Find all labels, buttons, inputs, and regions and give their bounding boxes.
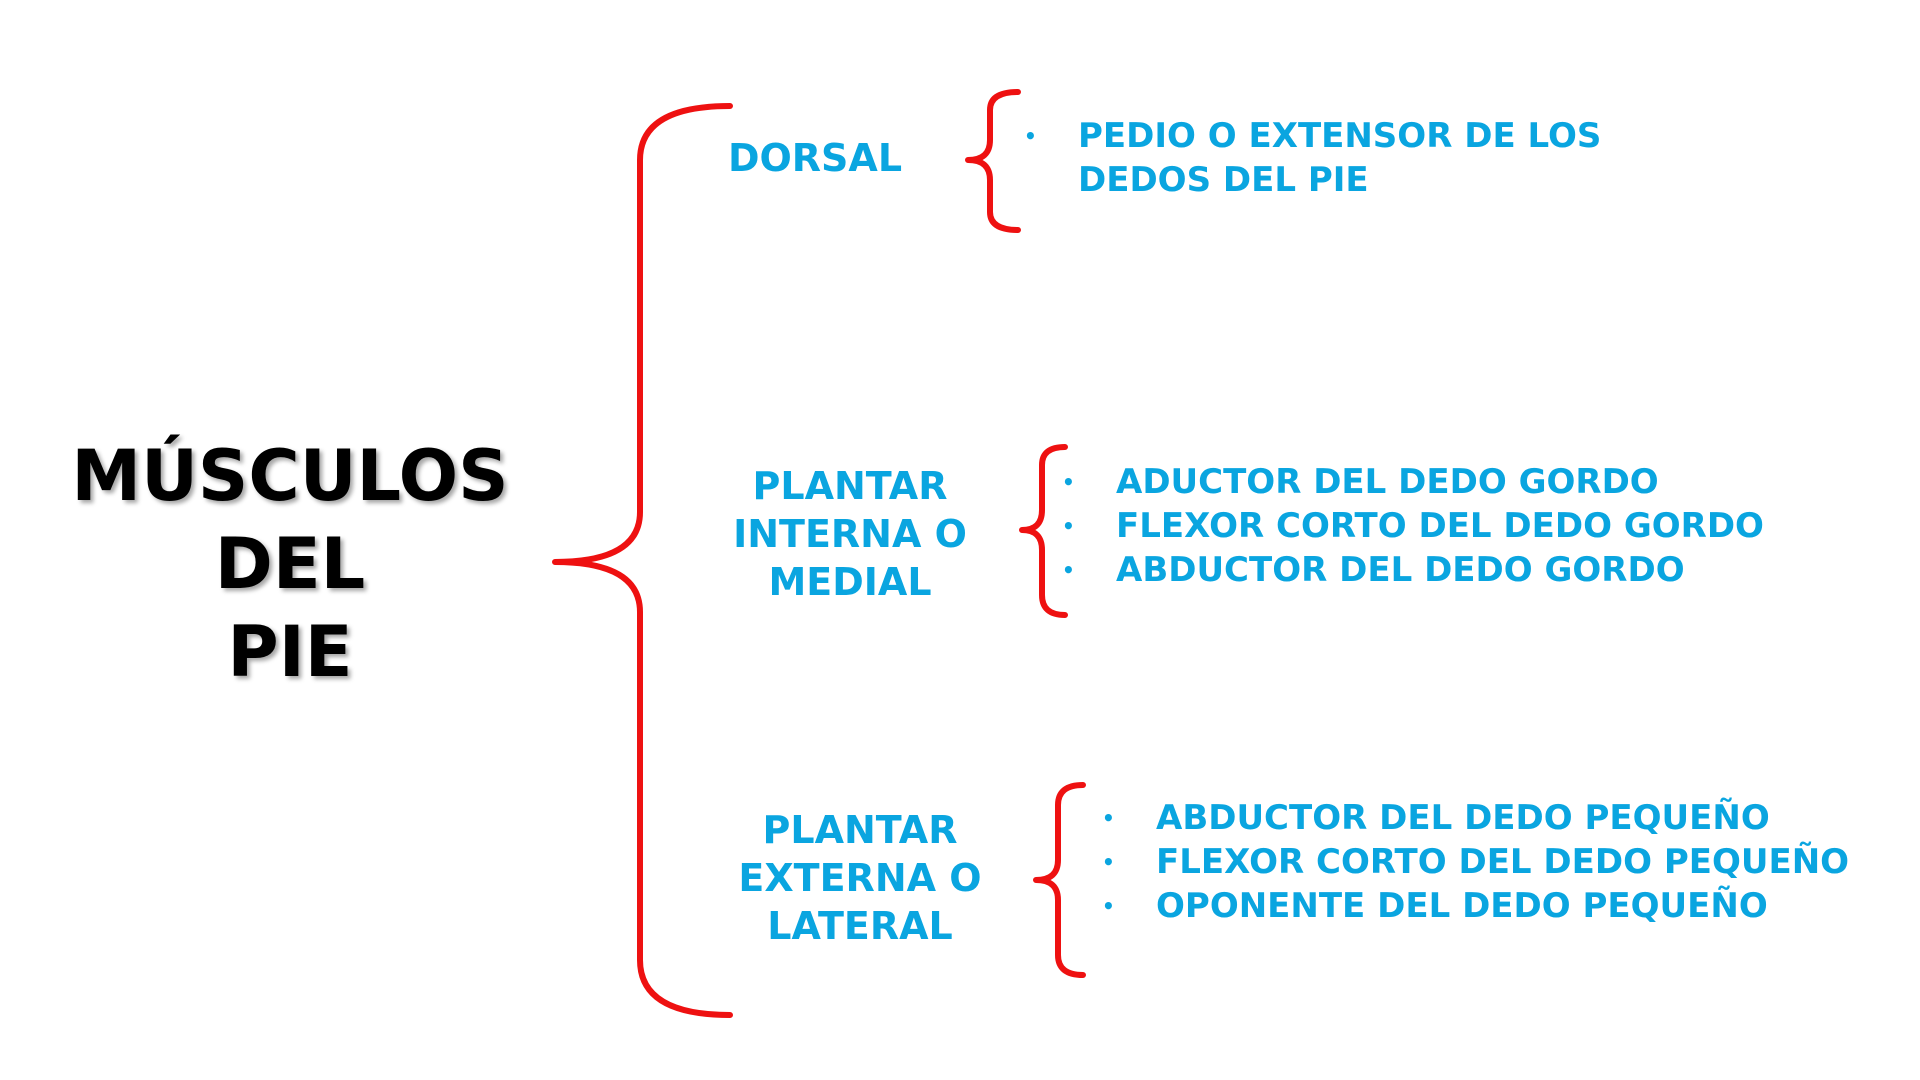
externa-muscle-list: • ABDUCTOR DEL DEDO PEQUEÑO • FLEXOR COR… <box>1102 796 1849 928</box>
list-item: • FLEXOR CORTO DEL DEDO GORDO <box>1062 504 1764 548</box>
category-label: LATERAL <box>767 904 953 948</box>
category-label: INTERNA O <box>733 512 967 556</box>
externa-brace <box>1033 782 1086 978</box>
bullet-icon: • <box>1102 850 1115 874</box>
category-plantar-externa: PLANTAR EXTERNA O LATERAL <box>710 806 1010 950</box>
main-title-line-1: MÚSCULOS <box>71 435 509 517</box>
category-label: PLANTAR <box>752 464 948 508</box>
bullet-icon: • <box>1062 514 1075 538</box>
interna-brace <box>1019 444 1068 618</box>
category-dorsal: DORSAL <box>700 134 930 182</box>
list-item-text: FLEXOR CORTO DEL DEDO PEQUEÑO <box>1156 842 1850 882</box>
category-plantar-interna: PLANTAR INTERNA O MEDIAL <box>700 462 1000 606</box>
bullet-icon: • <box>1102 806 1115 830</box>
bullet-icon: • <box>1062 558 1075 582</box>
list-item-text: FLEXOR CORTO DEL DEDO GORDO <box>1116 506 1764 546</box>
category-label: MEDIAL <box>768 560 932 604</box>
dorsal-muscle-list: • PEDIO O EXTENSOR DE LOS DEDOS DEL PIE <box>1024 114 1601 202</box>
list-item-text: DEDOS DEL PIE <box>1078 160 1369 200</box>
bullet-icon: • <box>1102 894 1115 918</box>
main-title-line-2: DEL <box>214 523 366 605</box>
bullet-icon: • <box>1062 470 1075 494</box>
list-item: • OPONENTE DEL DEDO PEQUEÑO <box>1102 884 1849 928</box>
main-title-line-3: PIE <box>227 611 353 693</box>
category-label: DORSAL <box>727 136 903 180</box>
category-label: EXTERNA O <box>738 856 982 900</box>
list-item-text: ABDUCTOR DEL DEDO PEQUEÑO <box>1156 798 1770 838</box>
interna-muscle-list: • ADUCTOR DEL DEDO GORDO • FLEXOR CORTO … <box>1062 460 1764 592</box>
bullet-icon: • <box>1024 124 1037 148</box>
list-item-text: OPONENTE DEL DEDO PEQUEÑO <box>1156 886 1768 926</box>
list-item: • ABDUCTOR DEL DEDO PEQUEÑO <box>1102 796 1849 840</box>
list-item: • ADUCTOR DEL DEDO GORDO <box>1062 460 1764 504</box>
list-item: • FLEXOR CORTO DEL DEDO PEQUEÑO <box>1102 840 1849 884</box>
list-item: • PEDIO O EXTENSOR DE LOS <box>1024 114 1601 158</box>
main-brace <box>552 103 733 1018</box>
category-label: PLANTAR <box>762 808 958 852</box>
list-item-text: ABDUCTOR DEL DEDO GORDO <box>1116 550 1685 590</box>
list-item: • ABDUCTOR DEL DEDO GORDO <box>1062 548 1764 592</box>
main-title: MÚSCULOS DEL PIE <box>40 432 540 696</box>
list-item: DEDOS DEL PIE <box>1024 158 1601 202</box>
list-item-text: PEDIO O EXTENSOR DE LOS <box>1078 116 1602 156</box>
list-item-text: ADUCTOR DEL DEDO GORDO <box>1116 462 1659 502</box>
dorsal-brace <box>965 89 1021 233</box>
